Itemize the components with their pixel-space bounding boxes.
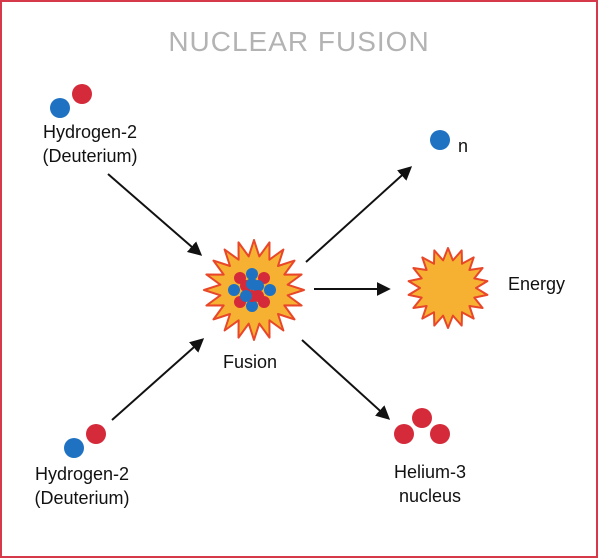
proton-particle — [394, 424, 414, 444]
neutron-label: n — [458, 136, 469, 156]
proton-particle — [252, 290, 264, 302]
input-label-top: Hydrogen-2 (Deuterium) — [20, 120, 160, 168]
proton-particle — [86, 424, 106, 444]
deuterium-nucleus-bottom — [64, 424, 106, 458]
helium-label-line1: Helium-3 — [393, 462, 467, 482]
proton-particle — [430, 424, 450, 444]
neutron-particle — [264, 284, 276, 296]
energy-label: Energy — [508, 274, 566, 294]
fused-nucleus-cluster — [228, 268, 276, 312]
input-label-bottom: Hydrogen-2 (Deuterium) — [12, 462, 152, 510]
helium-3-nucleus — [394, 408, 450, 444]
energy-starburst-icon — [407, 247, 489, 329]
neutron-particle — [228, 284, 240, 296]
helium-label-line2: nucleus — [398, 486, 462, 506]
arrow-input-top — [107, 173, 203, 256]
neutron-particle — [50, 98, 70, 118]
page-title: NUCLEAR FUSION — [168, 26, 430, 57]
neutron-particle — [240, 290, 252, 302]
arrow-to-neutron — [305, 166, 413, 263]
neutron-particle — [246, 278, 258, 290]
input-label-top-line1: Hydrogen-2 — [42, 122, 138, 142]
arrow-to-helium — [301, 339, 391, 420]
neutron-particle — [246, 268, 258, 280]
helium-label: Helium-3 nucleus — [380, 460, 480, 508]
neutron-particle — [246, 300, 258, 312]
fusion-label: Fusion — [222, 352, 278, 372]
input-label-bottom-line2: (Deuterium) — [34, 488, 130, 508]
neutron-particle — [64, 438, 84, 458]
proton-particle — [72, 84, 92, 104]
input-label-top-line2: (Deuterium) — [42, 146, 138, 166]
fusion-burst — [203, 239, 305, 341]
arrow-input-bottom — [111, 338, 205, 421]
input-label-bottom-line1: Hydrogen-2 — [34, 464, 130, 484]
neutron-particle-output — [430, 130, 450, 150]
proton-particle — [412, 408, 432, 428]
deuterium-nucleus-top — [50, 84, 92, 118]
